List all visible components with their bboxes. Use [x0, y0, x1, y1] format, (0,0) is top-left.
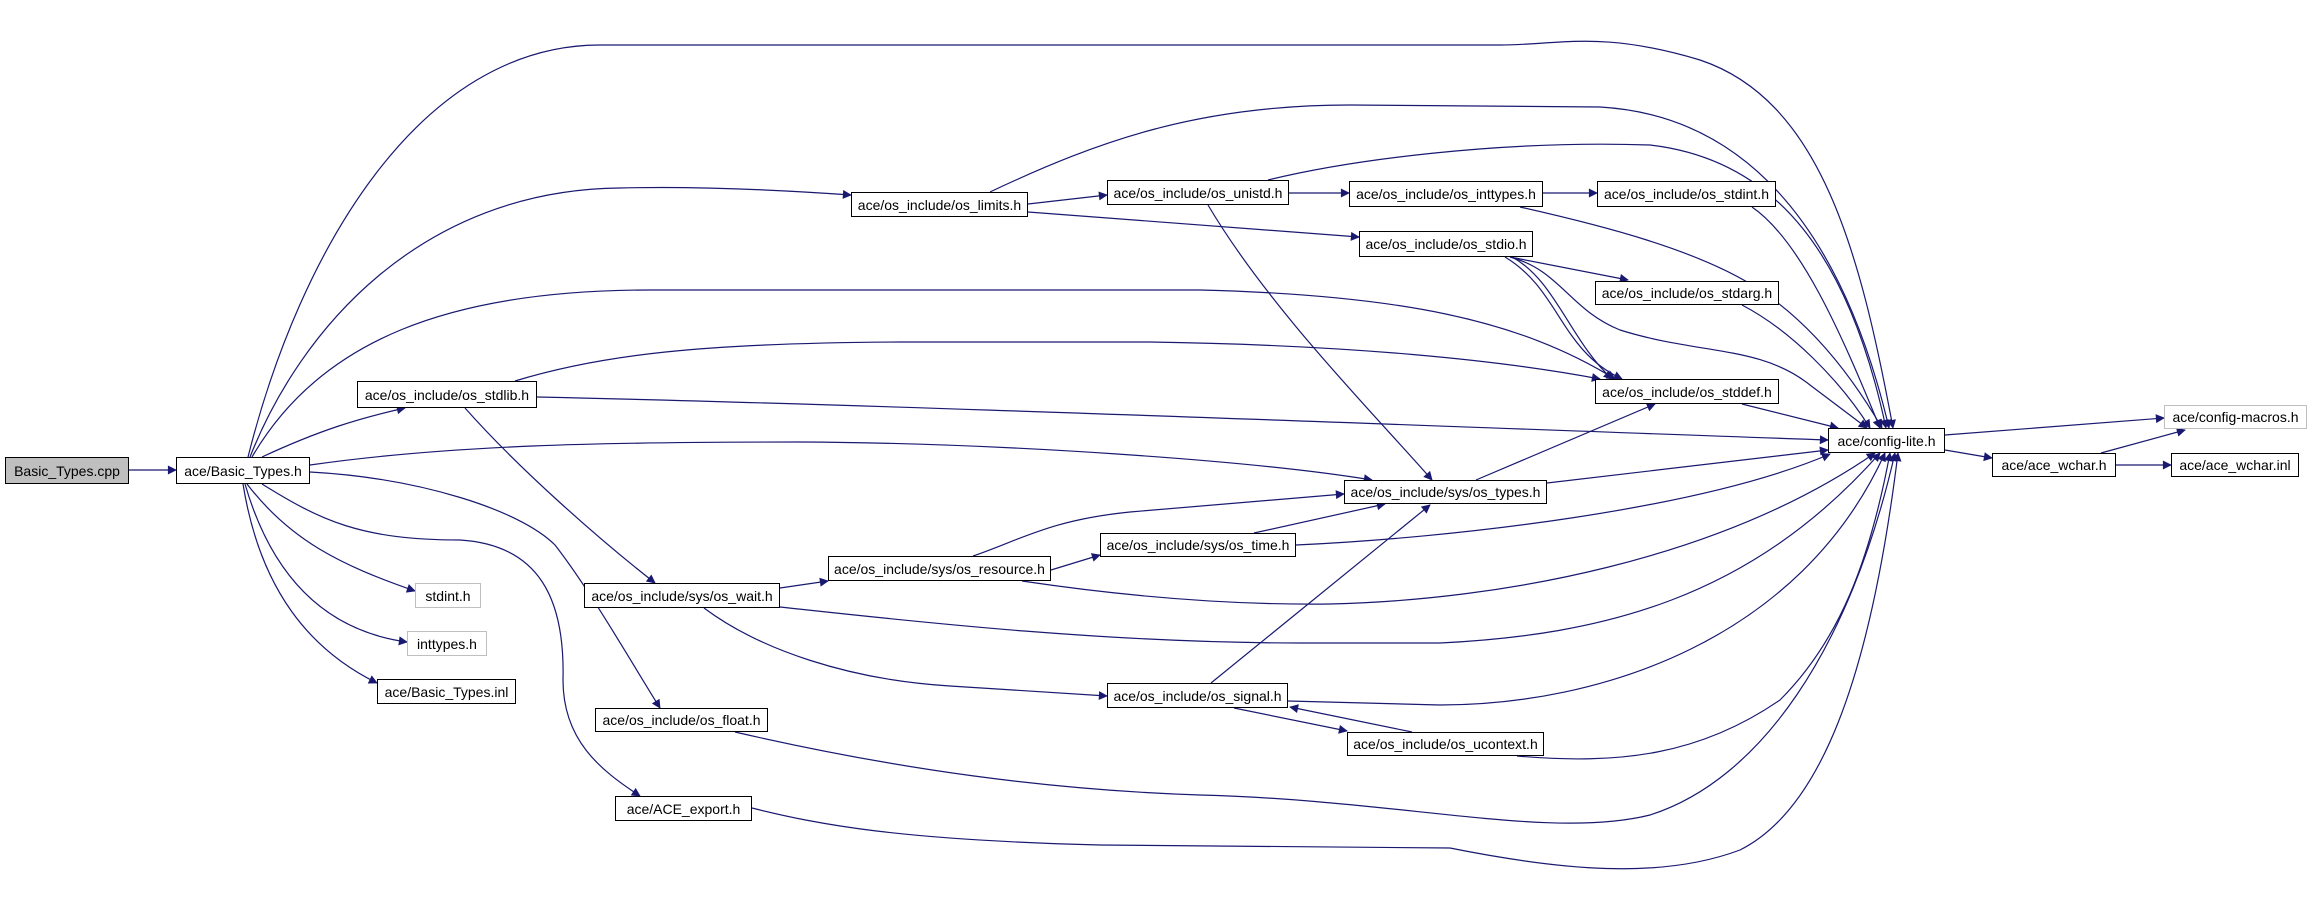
node-label: ace/os_include/os_unistd.h	[1113, 184, 1283, 201]
node-export[interactable]: ace/ACE_export.h	[615, 796, 752, 821]
edge-configlite-to-wcharh	[1944, 449, 1993, 462]
node-stdarg[interactable]: ace/os_include/os_stdarg.h	[1595, 281, 1779, 305]
node-label: ace/Basic_Types.inl	[384, 683, 509, 700]
edge-stdio-to-configlite	[1509, 256, 1868, 429]
edge-configlite-to-configmacros	[1944, 414, 2165, 436]
node-label: ace/os_include/os_stdint.h	[1604, 186, 1769, 202]
node-label: ace/os_include/os_signal.h	[1113, 687, 1282, 704]
edge-export-to-configlite	[751, 452, 1902, 870]
edge-bth-to-configlite	[247, 40, 1896, 458]
edge-bth-to-stdlib	[261, 405, 406, 458]
node-bth[interactable]: ace/Basic_Types.h	[176, 457, 310, 484]
edge-unistd-to-configlite	[1267, 143, 1889, 429]
edge-limits-to-unistd	[1027, 191, 1108, 205]
node-float[interactable]: ace/os_include/os_float.h	[595, 708, 768, 732]
node-wcharinl[interactable]: ace/ace_wchar.inl	[2171, 453, 2299, 477]
node-label: ace/os_include/os_stdlib.h	[364, 386, 530, 403]
node-label: ace/os_include/os_limits.h	[857, 196, 1022, 213]
node-cpp: Basic_Types.cpp	[5, 457, 129, 484]
edge-unistd-to-types	[1207, 204, 1433, 481]
node-label: ace/config-lite.h	[1837, 432, 1936, 449]
node-btinl[interactable]: ace/Basic_Types.inl	[377, 679, 516, 704]
edge-bth-to-stdint	[246, 483, 416, 593]
edge-signal-to-types	[1210, 504, 1431, 684]
edge-time-to-configlite	[1295, 453, 1831, 546]
edge-bth-to-export	[261, 483, 641, 797]
edge-bth-to-limits	[249, 186, 852, 458]
edge-ucontext-to-signal	[1289, 704, 1413, 733]
edge-time-to-types	[1253, 501, 1386, 534]
node-label: ace/os_include/os_stdarg.h	[1601, 285, 1773, 301]
edge-signal-to-ucontext	[1233, 707, 1348, 734]
node-inttypes: inttypes.h	[407, 631, 487, 656]
node-types[interactable]: ace/os_include/sys/os_types.h	[1344, 480, 1547, 504]
edge-bth-to-float	[309, 471, 661, 709]
node-label: ace/ace_wchar.h	[2001, 457, 2107, 473]
node-time[interactable]: ace/os_include/sys/os_time.h	[1100, 533, 1296, 557]
edge-stdlib-to-wait	[464, 407, 656, 584]
node-limits[interactable]: ace/os_include/os_limits.h	[851, 192, 1028, 217]
edge-ucontext-to-configlite	[1516, 452, 1893, 760]
node-label: ace/os_include/sys/os_wait.h	[591, 587, 773, 604]
node-wait[interactable]: ace/os_include/sys/os_wait.h	[584, 583, 780, 608]
node-inttypes_os[interactable]: ace/os_include/os_inttypes.h	[1349, 181, 1543, 207]
edge-bth-to-types	[309, 441, 1373, 484]
node-label: ace/os_include/os_stddef.h	[1602, 383, 1772, 400]
node-unistd[interactable]: ace/os_include/os_unistd.h	[1107, 180, 1289, 205]
node-label: inttypes.h	[417, 635, 477, 652]
node-label: ace/config-macros.h	[2172, 409, 2299, 425]
node-stdlib[interactable]: ace/os_include/os_stdlib.h	[357, 381, 537, 408]
node-stdint_os[interactable]: ace/os_include/os_stdint.h	[1597, 181, 1776, 207]
node-label: ace/ace_wchar.inl	[2179, 457, 2291, 473]
edge-resource-to-time	[1050, 553, 1101, 571]
node-wcharh[interactable]: ace/ace_wchar.h	[1992, 453, 2116, 477]
edge-bth-to-stddef	[251, 289, 1616, 458]
edge-resource-to-configlite	[1021, 452, 1876, 605]
node-label: ace/os_include/os_float.h	[602, 712, 761, 728]
edge-stdio-to-stddef	[1504, 256, 1623, 380]
node-label: ace/os_include/os_inttypes.h	[1356, 186, 1536, 202]
edge-stdio-to-stddef	[1511, 256, 1613, 380]
edge-types-to-configlite	[1546, 446, 1829, 484]
edge-stdint_os-to-configlite	[1751, 206, 1882, 429]
edge-stddef-to-configlite	[1741, 403, 1839, 431]
edge-stdlib-to-configlite	[536, 396, 1829, 445]
node-resource[interactable]: ace/os_include/sys/os_resource.h	[828, 556, 1051, 581]
node-configlite[interactable]: ace/config-lite.h	[1828, 428, 1945, 453]
edge-types-to-stddef	[1475, 403, 1656, 481]
edge-wait-to-resource	[779, 577, 829, 589]
node-configmacros: ace/config-macros.h	[2164, 405, 2307, 429]
node-label: ace/ACE_export.h	[626, 800, 741, 817]
edge-stdarg-to-configlite	[1741, 304, 1871, 429]
node-ucontext[interactable]: ace/os_include/os_ucontext.h	[1347, 732, 1544, 756]
node-label: ace/os_include/os_stdio.h	[1365, 236, 1527, 252]
node-label: stdint.h	[425, 587, 471, 604]
edge-stdlib-to-stddef	[514, 341, 1601, 382]
node-label: ace/os_include/sys/os_time.h	[1106, 537, 1290, 553]
node-label: Basic_Types.cpp	[14, 462, 120, 479]
edge-bth-to-inttypes	[244, 483, 408, 646]
node-label: ace/os_include/os_ucontext.h	[1353, 736, 1538, 752]
edge-signal-to-configlite	[1287, 452, 1886, 706]
edge-limits-to-configlite	[989, 104, 1892, 429]
edge-wait-to-configlite	[779, 452, 1881, 644]
node-label: ace/os_include/sys/os_types.h	[1350, 484, 1541, 500]
edge-limits-to-stdio	[1027, 211, 1360, 241]
node-stdio[interactable]: ace/os_include/os_stdio.h	[1359, 231, 1533, 257]
node-label: ace/Basic_Types.h	[184, 462, 302, 479]
edge-float-to-configlite	[734, 452, 1898, 824]
node-stddef[interactable]: ace/os_include/os_stddef.h	[1595, 379, 1779, 404]
edge-wcharh-to-configmacros	[2100, 427, 2186, 454]
edge-stdio-to-stdarg	[1509, 256, 1629, 283]
node-label: ace/os_include/sys/os_resource.h	[834, 560, 1045, 577]
node-stdint: stdint.h	[415, 583, 481, 608]
node-signal[interactable]: ace/os_include/os_signal.h	[1107, 683, 1288, 708]
edge-resource-to-types	[972, 490, 1345, 557]
edge-bth-to-btinl	[242, 483, 378, 684]
edge-wait-to-signal	[703, 607, 1108, 701]
